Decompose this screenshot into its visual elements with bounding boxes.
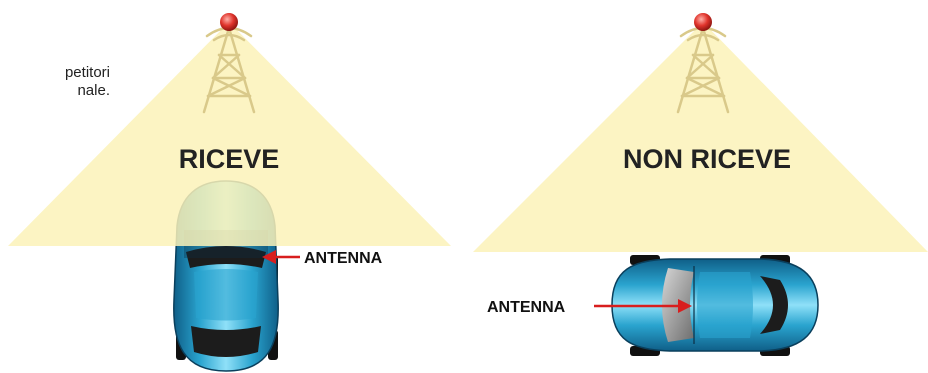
- signal-cone: [8, 22, 451, 246]
- antenna-label: ANTENNA: [304, 250, 383, 267]
- intro-text-line-1: petitori: [64, 64, 110, 81]
- reception-status-label: NON RICEVE: [623, 144, 791, 174]
- signal-cone: [473, 22, 928, 252]
- tower-light: [694, 13, 712, 31]
- antenna-label: ANTENNA: [487, 299, 566, 316]
- arrow-icon: [262, 250, 300, 264]
- right-panel: NON RICEVE ANTENNA: [473, 13, 928, 356]
- intro-text-fragment: petitori nale.: [0, 64, 110, 100]
- arrow-icon: [594, 299, 692, 313]
- car-icon: [611, 255, 819, 356]
- tower-light: [220, 13, 238, 31]
- left-panel: RICEVE ANTENNA: [8, 13, 451, 372]
- intro-text-line-2: nale.: [77, 82, 110, 99]
- reception-status-label: RICEVE: [179, 144, 280, 174]
- transmission-tower-icon: [202, 26, 256, 114]
